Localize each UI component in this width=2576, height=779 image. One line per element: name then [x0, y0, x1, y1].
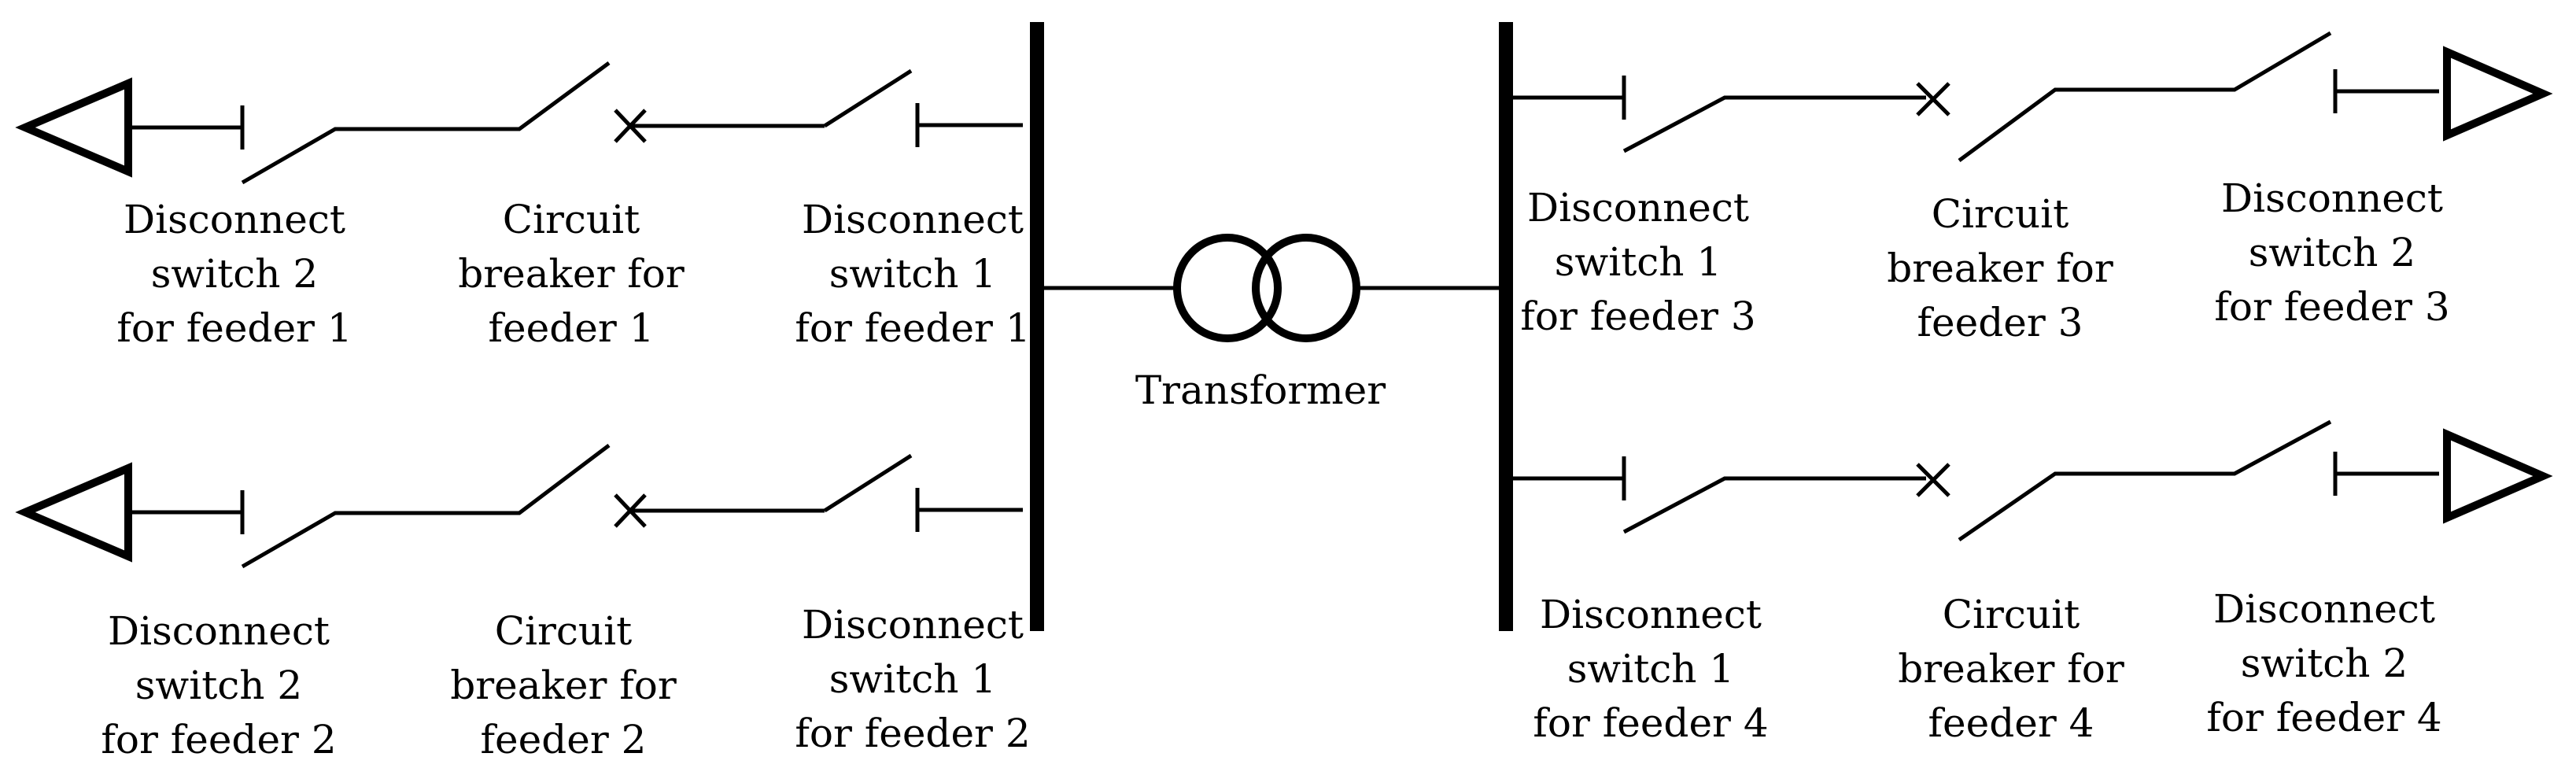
- label-line: Disconnect: [802, 602, 1024, 648]
- label-line: for feeder 4: [2206, 695, 2442, 740]
- label-line: for feeder 4: [1533, 700, 1769, 746]
- label-circuit-breaker-feeder-3: Circuit breaker for feeder 3: [1795, 187, 2205, 350]
- label-line: feeder 2: [480, 717, 647, 762]
- label-circuit-breaker-feeder-2: Circuit breaker for feeder 2: [359, 604, 768, 767]
- label-line: for feeder 3: [1520, 294, 1756, 339]
- label-line: Circuit: [1942, 592, 2080, 637]
- label-line: for feeder 1: [116, 305, 352, 351]
- feeder-2-line: [15, 444, 1023, 569]
- label-line: Circuit: [502, 197, 640, 242]
- label-line: switch 2: [2248, 230, 2416, 275]
- label-line: Disconnect: [124, 197, 345, 242]
- label-disconnect-switch-1-feeder-1: Disconnect switch 1 for feeder 1: [708, 193, 1117, 356]
- label-disconnect-switch-2-feeder-3: Disconnect switch 2 for feeder 3: [2128, 172, 2537, 334]
- disconnect-switch-2-feeder-1-blade: [241, 61, 611, 185]
- label-disconnect-switch-1-feeder-2: Disconnect switch 1 for feeder 2: [708, 598, 1117, 761]
- label-line: Circuit: [1931, 191, 2069, 237]
- feeder-4-line: [1513, 419, 2553, 542]
- disconnect-switch-1-feeder-4-blade: [1622, 476, 1926, 534]
- transformer-label: Transformer: [1056, 364, 1465, 418]
- load-arrow-feeder-4: [2443, 428, 2553, 524]
- feeder-1-line: [15, 61, 1023, 185]
- circuit-breaker-feeder-4-symbol: [1916, 463, 1950, 497]
- circuit-breaker-feeder-3-symbol: [1916, 82, 1950, 116]
- label-line: for feeder 1: [795, 305, 1031, 351]
- disconnect-switch-2-feeder-4-blade: [1958, 419, 2332, 542]
- label-line: feeder 4: [1928, 700, 2094, 746]
- label-disconnect-switch-2-feeder-2: Disconnect switch 2 for feeder 2: [14, 604, 423, 767]
- label-disconnect-switch-1-feeder-3: Disconnect switch 1 for feeder 3: [1434, 181, 1843, 344]
- label-line: switch 1: [1554, 239, 1722, 285]
- label-line: switch 2: [2240, 641, 2408, 686]
- label-line: switch 1: [1567, 646, 1735, 692]
- load-arrow-feeder-1: [15, 77, 132, 178]
- label-line: breaker for: [458, 251, 685, 297]
- disconnect-switch-2-feeder-2-blade: [241, 444, 611, 569]
- load-arrow-feeder-3: [2443, 46, 2553, 142]
- label-line: Circuit: [494, 608, 633, 654]
- label-line: breaker for: [1898, 646, 2124, 692]
- disconnect-switch-1-feeder-3-blade: [1622, 95, 1926, 153]
- label-circuit-breaker-feeder-1: Circuit breaker for feeder 1: [367, 193, 776, 356]
- label-line: for feeder 2: [101, 717, 337, 762]
- label-line: switch 2: [150, 251, 319, 297]
- label-line: breaker for: [1887, 246, 2113, 291]
- disconnect-switch-2-feeder-3-blade: [1958, 31, 2332, 163]
- label-disconnect-switch-2-feeder-4: Disconnect switch 2 for feeder 4: [2120, 582, 2529, 745]
- label-line: feeder 1: [488, 305, 655, 351]
- label-line: Disconnect: [1527, 185, 1749, 231]
- label-line: switch 1: [829, 656, 997, 702]
- label-line: breaker for: [450, 663, 677, 708]
- label-line: for feeder 2: [795, 711, 1031, 756]
- label-line: Disconnect: [2221, 175, 2443, 221]
- label-line: switch 2: [135, 663, 303, 708]
- label-disconnect-switch-2-feeder-1: Disconnect switch 2 for feeder 1: [30, 193, 439, 356]
- label-circuit-breaker-feeder-4: Circuit breaker for feeder 4: [1807, 588, 2216, 751]
- feeder-3-line: [1513, 31, 2553, 163]
- label-line: Disconnect: [108, 608, 330, 654]
- label-line: Disconnect: [1540, 592, 1762, 637]
- label-line: Disconnect: [2213, 586, 2435, 632]
- label-line: for feeder 3: [2214, 284, 2450, 330]
- load-arrow-feeder-2: [15, 462, 132, 563]
- transformer-label-text: Transformer: [1135, 367, 1386, 413]
- label-line: feeder 3: [1917, 300, 2083, 345]
- label-disconnect-switch-1-feeder-4: Disconnect switch 1 for feeder 4: [1446, 588, 1855, 751]
- label-line: Disconnect: [802, 197, 1024, 242]
- transformer-symbol: [1037, 234, 1506, 342]
- label-line: switch 1: [829, 251, 997, 297]
